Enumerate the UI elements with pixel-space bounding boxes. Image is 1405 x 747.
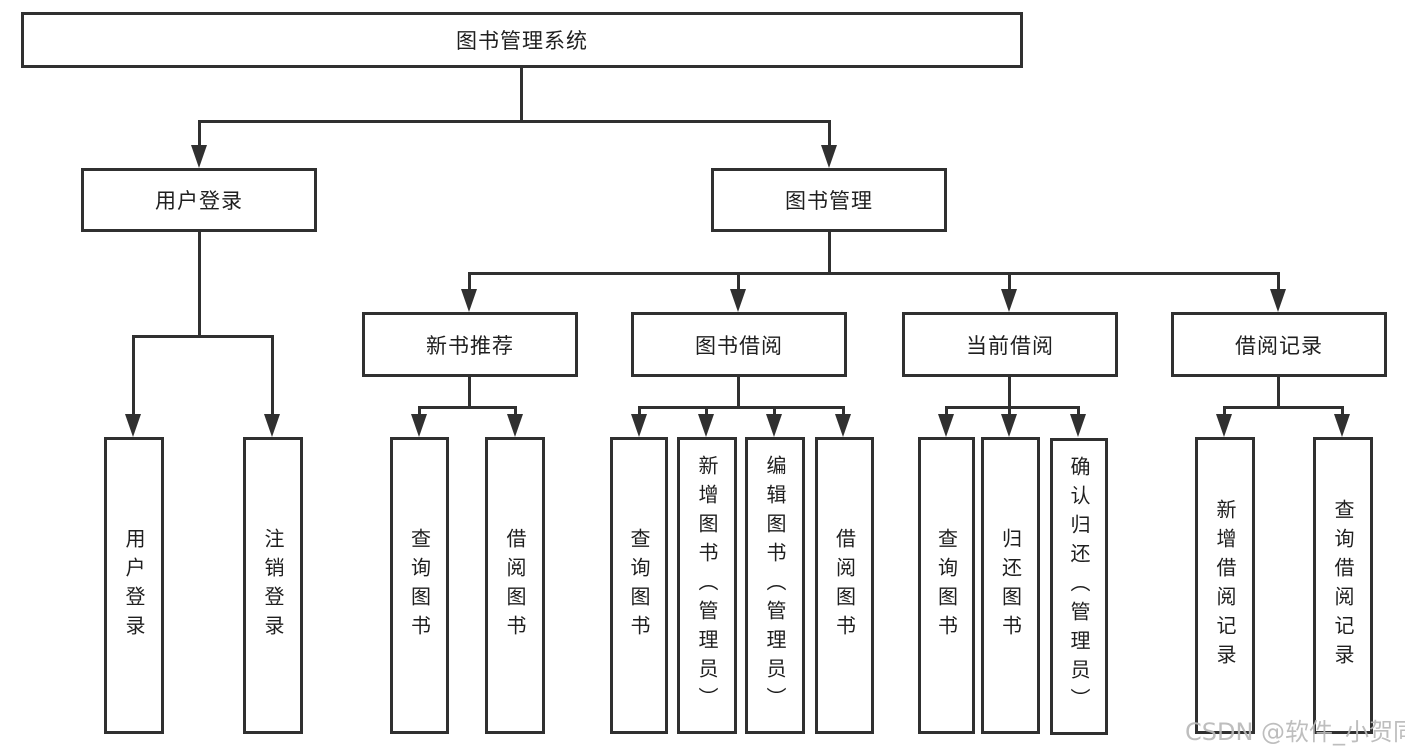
leaf-borrow-book-1: 借阅图书 bbox=[485, 437, 545, 734]
connector-line bbox=[773, 406, 776, 418]
arrow-down-icon bbox=[938, 414, 954, 437]
leaf-query-book-1: 查询图书 bbox=[390, 437, 449, 734]
connector-line bbox=[198, 232, 201, 338]
connector-line bbox=[737, 272, 740, 292]
node-label: 借阅记录 bbox=[1235, 333, 1323, 358]
leaf-return-book: 归还图书 bbox=[981, 437, 1040, 734]
node-label: 查询图书 bbox=[627, 527, 651, 644]
node-borrow-record: 借阅记录 bbox=[1171, 312, 1387, 377]
node-label: 编辑图书（管理员） bbox=[763, 455, 787, 716]
connector-line bbox=[1277, 377, 1280, 409]
arrow-down-icon bbox=[835, 414, 851, 437]
leaf-user-login: 用户登录 bbox=[104, 437, 164, 734]
leaf-query-book-2: 查询图书 bbox=[610, 437, 668, 734]
connector-line bbox=[271, 335, 274, 416]
leaf-edit-book-admin: 编辑图书（管理员） bbox=[745, 437, 805, 734]
connector-line bbox=[638, 406, 845, 409]
connector-line bbox=[418, 406, 421, 418]
leaf-add-book-admin: 新增图书（管理员） bbox=[677, 437, 737, 734]
connector-line bbox=[828, 232, 831, 275]
node-current-borrow: 当前借阅 bbox=[902, 312, 1118, 377]
node-label: 新增借阅记录 bbox=[1213, 498, 1237, 673]
arrow-down-icon bbox=[191, 145, 207, 168]
connector-line bbox=[1277, 272, 1280, 292]
leaf-query-book-3: 查询图书 bbox=[918, 437, 975, 734]
node-label: 当前借阅 bbox=[966, 333, 1054, 358]
node-label: 归还图书 bbox=[998, 527, 1023, 644]
arrow-down-icon bbox=[125, 414, 141, 437]
node-root-system: 图书管理系统 bbox=[21, 12, 1023, 68]
node-label: 查询借阅记录 bbox=[1331, 498, 1355, 673]
connector-line bbox=[1223, 406, 1344, 409]
arrow-down-icon bbox=[411, 414, 427, 437]
connector-line bbox=[468, 272, 471, 292]
node-label: 用户登录 bbox=[122, 527, 146, 644]
node-label: 注销登录 bbox=[261, 527, 285, 644]
leaf-borrow-book-2: 借阅图书 bbox=[815, 437, 874, 734]
arrow-down-icon bbox=[1270, 289, 1286, 312]
connector-line bbox=[468, 377, 471, 409]
arrow-down-icon bbox=[698, 414, 714, 437]
node-label: 借阅图书 bbox=[832, 527, 857, 644]
leaf-logout: 注销登录 bbox=[243, 437, 303, 734]
connector-line bbox=[945, 406, 948, 418]
connector-line bbox=[132, 335, 135, 416]
leaf-add-borrow-record: 新增借阅记录 bbox=[1195, 437, 1255, 734]
node-label: 查询图书 bbox=[934, 527, 959, 644]
connector-line bbox=[638, 406, 641, 418]
connector-line bbox=[198, 120, 830, 123]
connector-line bbox=[418, 406, 517, 409]
arrow-down-icon bbox=[1070, 414, 1086, 437]
connector-line bbox=[520, 68, 523, 122]
connector-line bbox=[132, 335, 273, 338]
node-new-book-recommend: 新书推荐 bbox=[362, 312, 578, 377]
node-label: 查询图书 bbox=[407, 527, 432, 644]
node-label: 图书借阅 bbox=[695, 333, 783, 358]
connector-line bbox=[1008, 272, 1011, 292]
node-label: 新增图书（管理员） bbox=[695, 455, 719, 716]
node-user-login: 用户登录 bbox=[81, 168, 317, 232]
csdn-watermark: CSDN @软件_小贺同学 bbox=[1185, 718, 1405, 746]
connector-line bbox=[1008, 406, 1011, 418]
node-label: 用户登录 bbox=[155, 189, 243, 213]
arrow-down-icon bbox=[730, 289, 746, 312]
node-label: 新书推荐 bbox=[426, 333, 514, 358]
connector-line bbox=[198, 120, 201, 147]
leaf-query-borrow-record: 查询借阅记录 bbox=[1313, 437, 1373, 734]
leaf-confirm-return-admin: 确认归还（管理员） bbox=[1050, 438, 1108, 735]
node-label: 确认归还（管理员） bbox=[1067, 456, 1091, 717]
arrow-down-icon bbox=[1001, 414, 1017, 437]
arrow-down-icon bbox=[821, 145, 837, 168]
connector-line bbox=[1223, 406, 1226, 418]
arrow-down-icon bbox=[1334, 414, 1350, 437]
node-book-borrow: 图书借阅 bbox=[631, 312, 847, 377]
connector-line bbox=[514, 406, 517, 418]
arrow-down-icon bbox=[264, 414, 280, 437]
arrow-down-icon bbox=[1216, 414, 1232, 437]
connector-line bbox=[828, 120, 831, 147]
connector-line bbox=[1008, 377, 1011, 409]
connector-line bbox=[737, 377, 740, 409]
arrow-down-icon bbox=[461, 289, 477, 312]
connector-line bbox=[468, 272, 1280, 275]
connector-line bbox=[1077, 406, 1080, 418]
connector-line bbox=[705, 406, 708, 418]
arrow-down-icon bbox=[766, 414, 782, 437]
connector-line bbox=[1341, 406, 1344, 418]
arrow-down-icon bbox=[1001, 289, 1017, 312]
node-label: 图书管理 bbox=[785, 189, 873, 213]
connector-line bbox=[945, 406, 1080, 409]
node-book-management: 图书管理 bbox=[711, 168, 947, 232]
connector-line bbox=[842, 406, 845, 418]
node-label: 借阅图书 bbox=[503, 527, 527, 644]
arrow-down-icon bbox=[507, 414, 523, 437]
arrow-down-icon bbox=[631, 414, 647, 437]
node-label: 图书管理系统 bbox=[456, 29, 588, 53]
